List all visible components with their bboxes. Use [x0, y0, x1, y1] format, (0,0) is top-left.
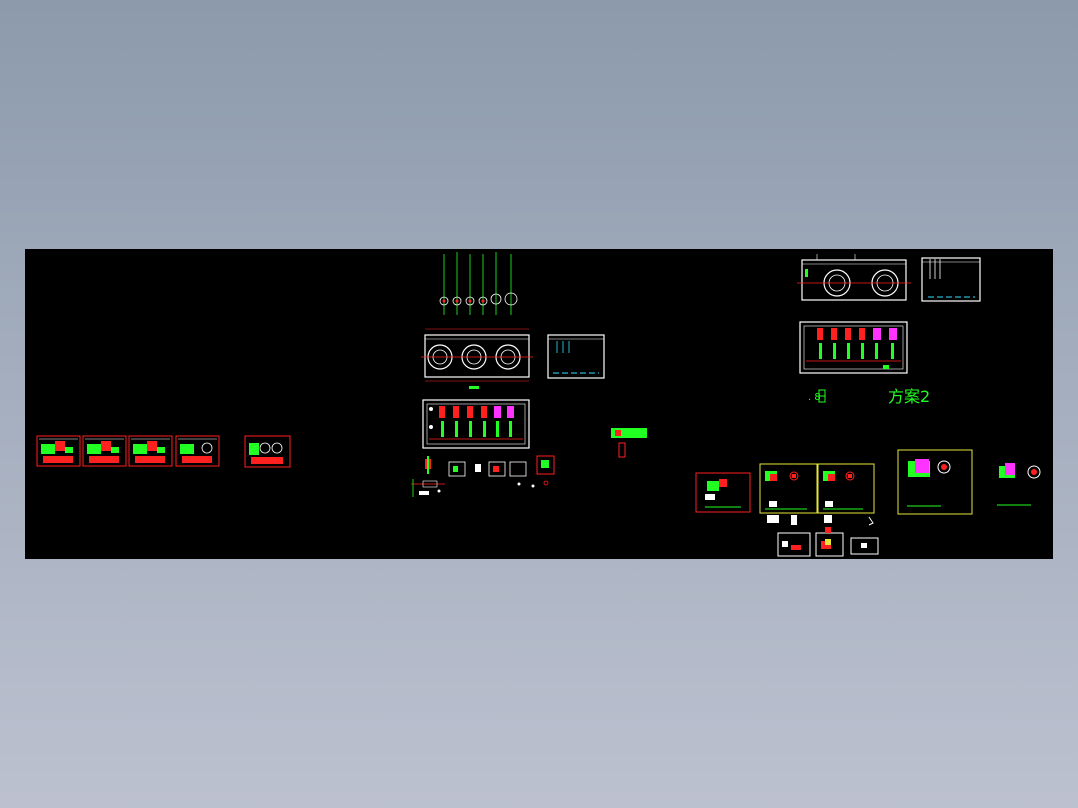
detail-frame-yellow-2: [816, 463, 875, 514]
pump-room-center: [422, 399, 530, 449]
pump-room-right: [799, 321, 908, 374]
tank-plan-right: [797, 254, 911, 301]
detail-frame-yellow-3: [897, 449, 973, 515]
detail-frame-red: [695, 472, 751, 513]
cad-drawing-canvas[interactable]: 方案2 . 8: [25, 249, 1053, 559]
left-detail-2: [82, 435, 127, 467]
scheme-label: 方案2: [888, 387, 931, 406]
tank-section-right: [921, 257, 981, 302]
left-detail-row: [36, 435, 291, 468]
detail-far-right: [997, 463, 1041, 506]
left-detail-4: [175, 435, 220, 467]
fittings-cluster: [411, 455, 555, 497]
left-detail-1: [36, 435, 81, 467]
mark-label: . 8: [808, 392, 821, 403]
left-detail-5: [244, 435, 291, 468]
lower-small-details: [767, 515, 879, 557]
detail-frame-yellow-1: [759, 463, 819, 514]
green-tag: [611, 428, 647, 458]
tank-plan-center: [421, 328, 533, 389]
cad-drawing: [36, 252, 1041, 557]
tank-section-center: [547, 334, 605, 379]
mark-box: [818, 389, 826, 403]
left-detail-3: [128, 435, 173, 467]
pump-elevation-lines: [439, 252, 518, 315]
